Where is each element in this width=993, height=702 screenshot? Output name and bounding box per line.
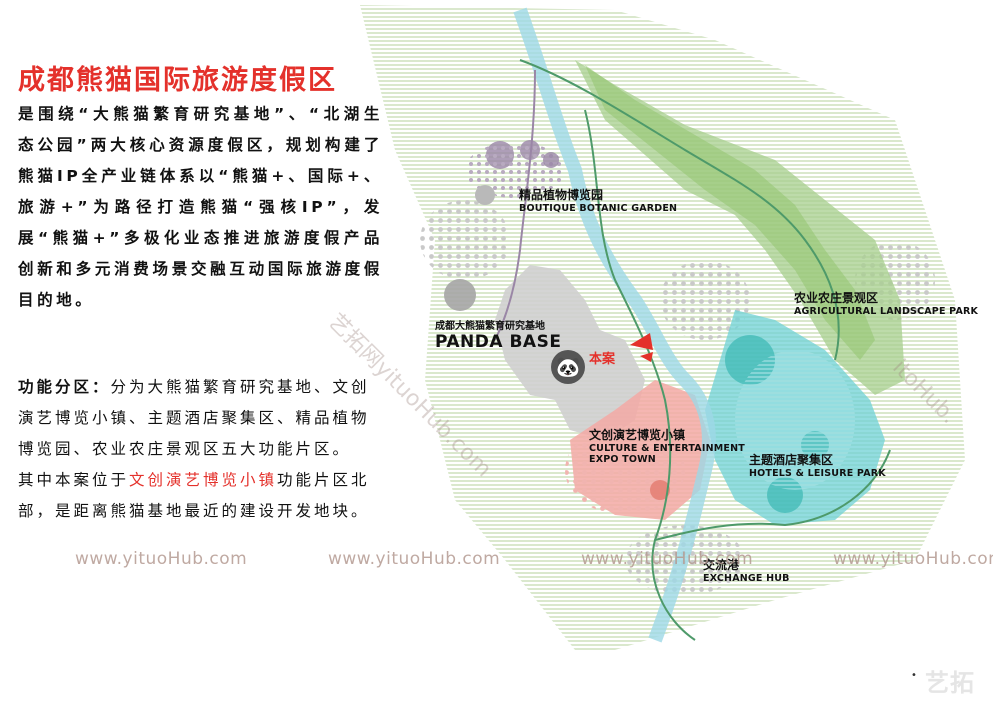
gray-circle-2 xyxy=(475,185,495,205)
pink-circle xyxy=(650,480,670,500)
site-marker xyxy=(630,333,653,350)
site-prefix: 其中本案位于 xyxy=(18,471,130,489)
master-plan-map xyxy=(360,5,965,650)
agricultural-zone-inner xyxy=(585,65,875,360)
watermark-2: www.yituoHub.com xyxy=(328,549,501,569)
watermark-4: www.yituoHub.com xyxy=(833,549,993,569)
site-marker-2 xyxy=(640,352,653,362)
gray-dots-central xyxy=(660,260,750,340)
label-botanic: 精品植物博览园 BOUTIQUE BOTANIC GARDEN xyxy=(519,188,678,214)
route-line-3 xyxy=(654,449,891,541)
zones-paragraph: 功能分区：分为大熊猫繁育研究基地、文创演艺博览小镇、主题酒店聚集区、精品植物博览… xyxy=(18,372,383,527)
river xyxy=(513,7,716,643)
label-agricultural: 农业农庄景观区 AGRICULTURAL LANDSCAPE PARK xyxy=(794,291,979,317)
gray-dots-west xyxy=(420,200,510,280)
route-line-4 xyxy=(494,69,536,341)
small-dot: • xyxy=(911,670,917,681)
zones-label: 功能分区： xyxy=(18,378,111,396)
gray-circle-1 xyxy=(444,279,476,311)
watermark-logo: 艺拓 xyxy=(925,669,975,697)
purple-dots xyxy=(465,142,565,198)
route-line-1 xyxy=(519,59,840,361)
watermark-1: www.yituoHub.com xyxy=(75,549,248,569)
zones-text: 分为大熊猫繁育研究基地、文创演艺博览小镇、主题酒店聚集区、精品植物博览园、农业农… xyxy=(18,378,370,458)
watermark-3: www.yituoHub.com xyxy=(581,549,754,569)
site-suffix: 功能片区北部，是距离熊猫基地最近的建设开发地块。 xyxy=(18,471,370,520)
route-line-2 xyxy=(584,109,696,641)
site-highlight: 文创演艺博览小镇 xyxy=(129,471,278,489)
intro-paragraph: 是围绕“大熊猫繁育研究基地”、“北湖生态公园”两大核心资源度假区，规划构建了熊猫… xyxy=(18,105,383,309)
label-hotels: 主题酒店聚集区 HOTELS & LEISURE PARK xyxy=(749,453,886,479)
panda-icon: 🐼 xyxy=(551,350,585,384)
purple-circle-3 xyxy=(543,152,559,168)
label-culture: 文创演艺博览小镇 CULTURE & ENTERTAINMENT EXPO TO… xyxy=(589,428,745,465)
page-title: 成都熊猫国际旅游度假区 xyxy=(18,65,337,96)
label-site: 本案 xyxy=(589,352,616,367)
teal-hatch xyxy=(735,350,855,490)
label-exchange: 交流港 EXCHANGE HUB xyxy=(703,558,790,584)
label-panda-base: 成都大熊猫繁育研究基地 PANDA BASE xyxy=(435,321,562,352)
